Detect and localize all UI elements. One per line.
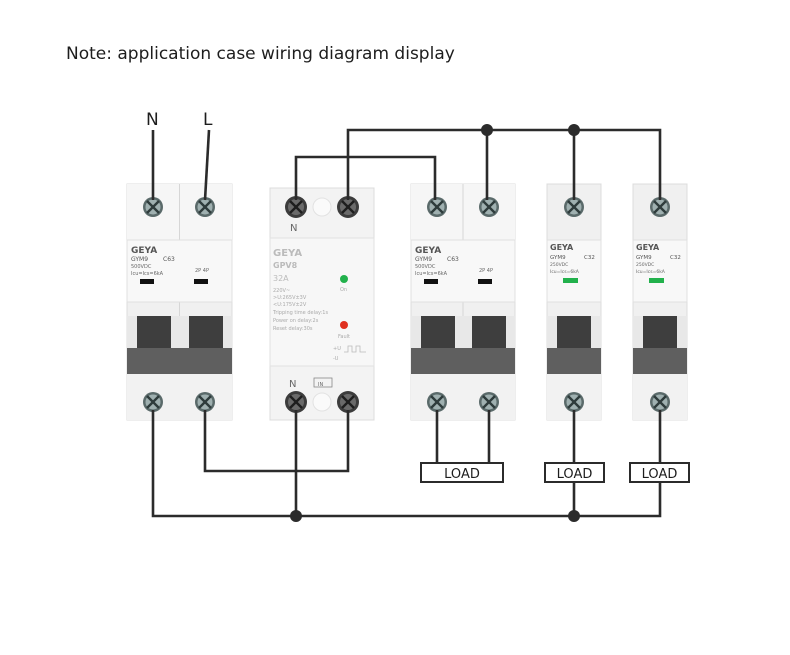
junction-dot	[568, 510, 580, 522]
load-box-1: LOAD	[420, 462, 504, 483]
on-label: On	[340, 287, 347, 293]
model-label: GPV8	[273, 261, 298, 270]
spec-label: Icu=Ics=6kA	[415, 271, 448, 277]
spec-label: Icu=Ics=6kA	[550, 269, 580, 275]
fault-indicator-icon	[340, 321, 348, 329]
status-window	[563, 278, 578, 283]
spec-line: Power on delay:2s	[273, 318, 319, 324]
terminal-screw-icon	[141, 390, 165, 414]
breaker-handle	[472, 316, 506, 350]
terminal-screw-icon	[477, 195, 501, 219]
on-indicator-icon	[340, 275, 348, 283]
breaker-handle	[189, 316, 223, 350]
neutral-bottom-label: N	[289, 379, 296, 390]
brand-label: GEYA	[550, 243, 574, 252]
voltage-protector: N GEYA GPV8 32A 220V~ >U:265V±3V <U:175V…	[269, 187, 375, 421]
spec-line: Reset delay:30s	[273, 326, 313, 332]
rating-label: C32	[584, 255, 595, 261]
terminal-screw-icon	[648, 390, 672, 414]
junction-dot	[568, 124, 580, 136]
junction-dot	[481, 124, 493, 136]
rating-label: C32	[670, 255, 681, 261]
breaker-2p-middle: GEYA C63 GYM9 500VDC Icu=Ics=6kA 2P 4P	[410, 183, 516, 421]
junction-dot	[290, 510, 302, 522]
input-marker-icon	[313, 377, 333, 388]
terminal-screw-icon	[283, 389, 309, 415]
spec-line: Tripping time delay:1s	[272, 310, 328, 316]
wire-protector-neutral-out	[294, 155, 437, 200]
breaker-2p-left: GEYA C63 GYM9 500VDC Icu=Ics=6kA 2P 4P	[126, 183, 233, 421]
brand-label: GEYA	[415, 246, 441, 256]
breaker-1p-a: GEYA GYM9 C32 250VDC Icu=Ics=6kA	[546, 183, 602, 421]
spec-label: Icu=Ics=6kA	[131, 271, 164, 277]
spec-label: 500VDC	[131, 264, 152, 270]
minus-u-label: -U	[333, 356, 339, 362]
spec-label: 250VDC	[550, 262, 568, 268]
terminal-screw-icon	[193, 390, 217, 414]
model-label: GYM9	[636, 255, 652, 261]
waveform-icon	[344, 345, 366, 353]
spec-line: <U:175V±2V	[273, 302, 307, 308]
fault-label: Fault	[338, 334, 350, 340]
breaker-handle	[137, 316, 171, 350]
load-box-3: LOAD	[629, 462, 690, 483]
terminal-screw-icon	[425, 390, 449, 414]
terminal-screw-icon	[425, 195, 449, 219]
breaker-handle	[421, 316, 455, 350]
spec-line: >U:265V±3V	[273, 295, 307, 301]
rating-label: C63	[163, 256, 175, 263]
load-label: LOAD	[642, 467, 678, 482]
poles-label: 2P 4P	[195, 268, 209, 274]
wire-live-bus	[346, 128, 662, 200]
spec-label: 250VDC	[636, 262, 654, 268]
model-label: GYM9	[550, 255, 566, 261]
load-label: LOAD	[444, 467, 480, 482]
terminal-screw-icon	[335, 389, 361, 415]
note-title: Note: application case wiring diagram di…	[66, 44, 455, 64]
wire-line-in	[203, 129, 211, 201]
in-label: IN	[318, 382, 323, 388]
status-window	[649, 278, 664, 283]
neutral-terminal-label: N	[146, 110, 159, 130]
spec-label: Icu=Ics=6kA	[636, 269, 666, 275]
breaker-1p-b: GEYA GYM9 C32 250VDC Icu=Ics=6kA	[632, 183, 688, 421]
wire-line-to-protector	[203, 410, 350, 473]
status-window	[140, 279, 154, 284]
spec-label: 500VDC	[415, 264, 436, 270]
spec-line: 220V~	[273, 288, 290, 294]
load-box-2: LOAD	[544, 462, 605, 483]
status-window	[194, 279, 208, 284]
brand-label: GEYA	[273, 248, 302, 259]
wires	[151, 128, 662, 518]
rating-label: 32A	[273, 274, 289, 283]
terminal-screw-icon	[477, 390, 501, 414]
plus-u-label: +U	[333, 346, 341, 352]
breaker-handle	[557, 316, 591, 350]
neutral-top-label: N	[290, 223, 297, 234]
rating-label: C63	[447, 256, 459, 263]
breaker-handle	[643, 316, 677, 350]
status-window	[478, 279, 492, 284]
line-terminal-label: L	[203, 110, 213, 130]
load-label: LOAD	[557, 467, 593, 482]
terminal-screw-icon	[562, 390, 586, 414]
status-window	[424, 279, 438, 284]
brand-label: GEYA	[636, 243, 660, 252]
brand-label: GEYA	[131, 246, 157, 256]
model-label: GYM9	[131, 256, 148, 263]
junctions	[290, 124, 580, 522]
wire-neutral-bus	[151, 410, 662, 518]
model-label: GYM9	[415, 256, 432, 263]
poles-label: 2P 4P	[479, 268, 493, 274]
